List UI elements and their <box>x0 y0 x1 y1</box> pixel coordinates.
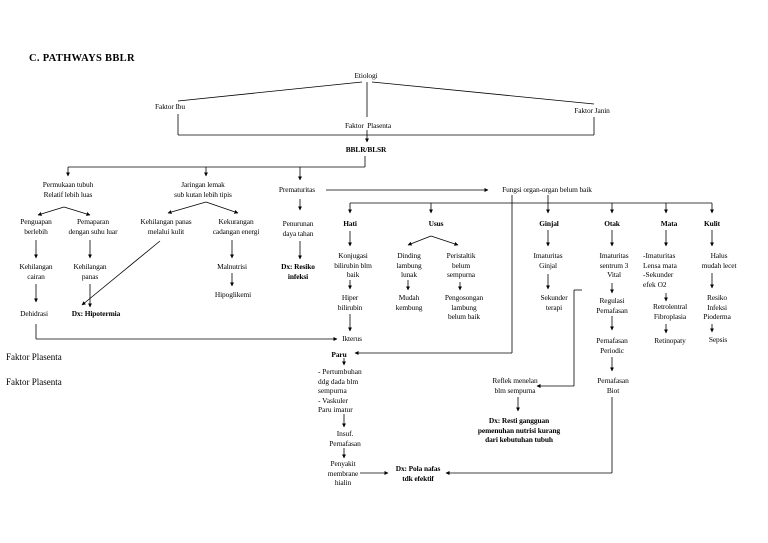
node-pengosongan-lambung: Pengosongan lambung belum baik <box>444 293 484 322</box>
node-mata: Mata <box>660 219 678 228</box>
node-peristaltik: Peristaltik belum sempurna <box>446 251 476 280</box>
node-retinopaty: Retinopaty <box>654 336 686 345</box>
node-fungsi-organ: Fungsi organ-organ belum baik <box>502 185 592 194</box>
node-dx-hipotermia: Dx: Hipotermia <box>71 309 121 318</box>
node-kehilangan-panas: Kehilangan panas <box>73 262 107 281</box>
node-dx-resti-nutrisi: Dx: Resti gangguan pemenuhan nutrisi kur… <box>477 416 561 445</box>
node-prematuritas: Prematuritas <box>278 185 316 194</box>
node-hipoglikemi: Hipoglikemi <box>214 290 252 299</box>
node-imaturitas-ginjal: Imaturitas Ginjal <box>533 251 563 270</box>
node-dinding-lambung: Dinding lambung lunak <box>396 251 422 280</box>
node-malnutrisi: Malnutrisi <box>217 262 247 271</box>
node-retrolentral-fibroplasia: Retrolentral Fibroplasia <box>652 302 688 321</box>
node-bblr: BBLR/BLSR <box>345 145 387 154</box>
node-ginjal: Ginjal <box>539 219 559 228</box>
side-label-faktor-plasenta-1: Faktor Plasenta <box>6 352 62 362</box>
node-faktor-ibu: Faktor Ibu <box>155 102 185 111</box>
node-pernafasan-biot: Pernafasan Biot <box>597 376 629 395</box>
node-jaringan-lemak: Jaringan lemak sub kutan lebih tipis <box>174 180 232 199</box>
node-kekurangan-energi: Kekurangan cadangan energi <box>212 217 260 236</box>
node-halus-mudah-lecet: Halus mudah lecet <box>701 251 737 270</box>
node-pernafasan-periodic: Pernafasan Periodic <box>596 336 628 355</box>
node-kulit: Kulit <box>704 219 720 228</box>
node-insuf-pernafasan: Insuf. Pernafasan <box>329 429 361 448</box>
node-sepsis: Sepsis <box>708 335 728 344</box>
node-hiper-bilirubin: Hiper bilirubin <box>337 293 363 312</box>
node-sekunder-terapi: Sekunder terapi <box>540 293 568 312</box>
node-penurunan-daya: Penurunan daya tahan <box>282 219 314 238</box>
node-imaturitas-sentrum: Imaturitas sentrum 3 Vital <box>599 251 629 280</box>
node-permukaan-tubuh: Permukaan tubuh Relatif lebih luas <box>42 180 94 199</box>
node-ikterus: Ikterus <box>342 334 362 343</box>
node-kehilangan-cairan: Kehilangan cairan <box>19 262 53 281</box>
node-faktor-plasenta: Faktor Plasenta <box>344 121 392 130</box>
node-penyakit-membrane-hialin: Penyakit membrane hialin <box>327 459 359 488</box>
node-etiologi: Etiologi <box>354 71 378 80</box>
node-paru-causes: - Pertumbuhan ddg dada blm sempurna - Va… <box>318 367 362 415</box>
node-imaturitas-lensa: -Imaturitas Lensa mata -Sekunder efek O2 <box>643 251 677 289</box>
node-regulasi-pernafasan: Regulasi Pernafasan <box>596 296 628 315</box>
node-dx-resiko-infeksi: Dx: Resiko infeksi <box>281 262 315 281</box>
node-pemaparan: Pemaparan dengan suhu luar <box>68 217 118 236</box>
node-kehilangan-panas-kulit: Kehilangan panas melalui kulit <box>140 217 192 236</box>
node-otak: Otak <box>604 219 620 228</box>
node-hati: Hati <box>343 219 357 228</box>
node-dx-pola-nafas: Dx: Pola nafas tdk efektif <box>395 464 441 483</box>
node-faktor-janin: Faktor Janin <box>574 106 610 115</box>
side-label-faktor-plasenta-2: Faktor Plasenta <box>6 377 62 387</box>
node-penguapan: Penguapan berlebih <box>20 217 52 236</box>
node-dehidrasi: Dehidrasi <box>20 309 48 318</box>
node-paru: Paru <box>331 350 347 359</box>
node-reflek-menelan: Reflek menelan blm sempurna <box>492 376 538 395</box>
page-title: C. PATHWAYS BBLR <box>29 53 135 64</box>
node-mudah-kembung: Mudah kembung <box>395 293 423 312</box>
node-resiko-infeksi-pioderma: Resiko Infeksi Pioderma <box>703 293 731 322</box>
node-konjugasi-bilirubin: Konjugasi bilirubin blm baik <box>334 251 372 280</box>
node-usus: Usus <box>428 219 444 228</box>
